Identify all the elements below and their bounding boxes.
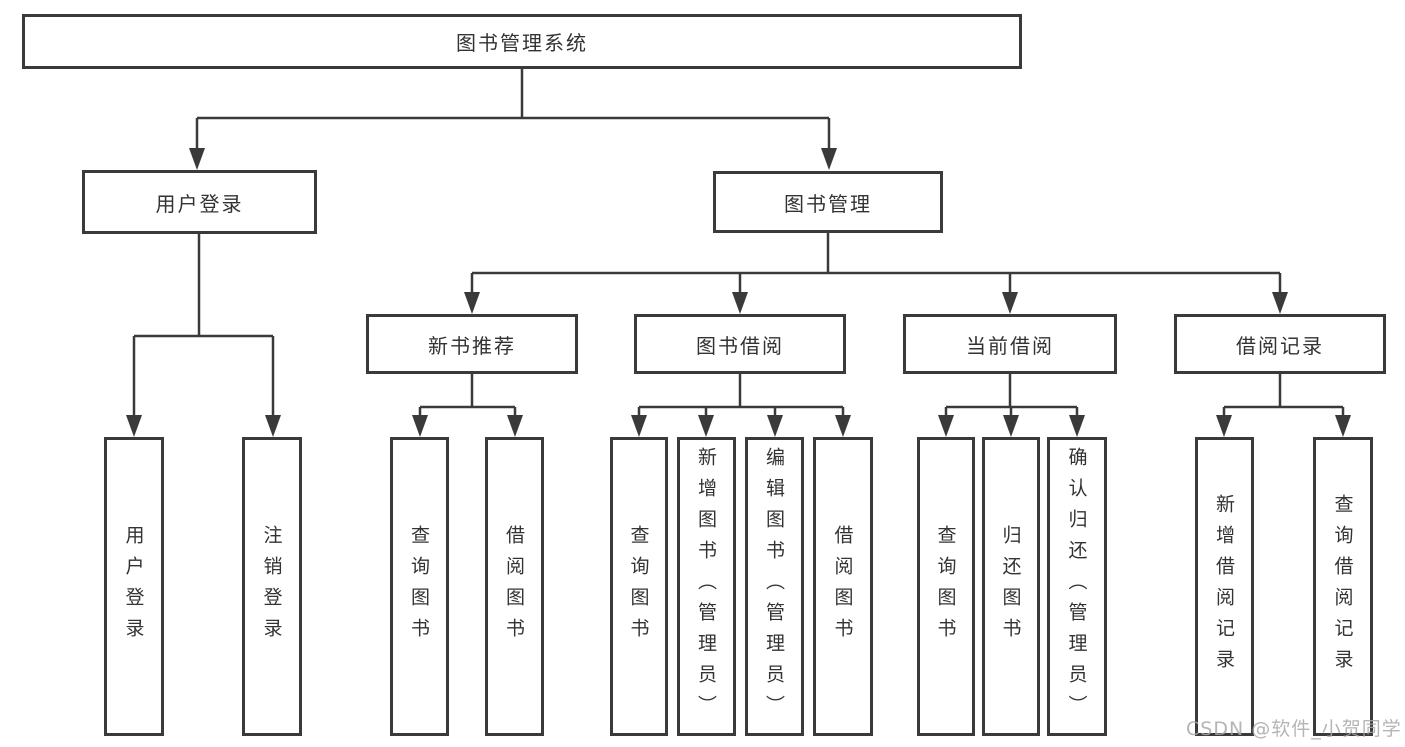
leaf-query-books-borrowing: 查询图书 <box>610 437 668 736</box>
leaf-borrow-books-borrowing: 借阅图书 <box>813 437 873 736</box>
leaf-borrow-books-recommend: 借阅图书 <box>485 437 544 736</box>
leaf-add-borrow-record: 新增借阅记录 <box>1195 437 1254 736</box>
node-book-borrowing: 图书借阅 <box>634 314 846 374</box>
leaf-add-book-admin: 新增图书（管理员） <box>677 437 736 736</box>
node-user-login: 用户登录 <box>82 170 317 234</box>
node-book-management: 图书管理 <box>713 171 943 233</box>
leaf-return-books: 归还图书 <box>982 437 1040 736</box>
leaf-edit-book-admin: 编辑图书（管理员） <box>745 437 804 736</box>
arrowhead-icons <box>126 148 1351 437</box>
leaf-logout: 注销登录 <box>242 437 302 736</box>
leaf-confirm-return-admin: 确认归还（管理员） <box>1047 437 1107 736</box>
leaf-query-books-recommend: 查询图书 <box>390 437 449 736</box>
leaf-user-login: 用户登录 <box>104 437 164 736</box>
node-library-system: 图书管理系统 <box>22 14 1022 69</box>
node-new-book-recommend: 新书推荐 <box>366 314 578 374</box>
connector-paths <box>132 69 1345 418</box>
leaf-query-books-current: 查询图书 <box>917 437 975 736</box>
node-borrowing-records: 借阅记录 <box>1174 314 1386 374</box>
node-current-borrowing: 当前借阅 <box>903 314 1117 374</box>
leaf-query-borrow-record: 查询借阅记录 <box>1313 437 1373 736</box>
watermark: CSDN @软件_小贺同学 <box>1186 718 1402 740</box>
